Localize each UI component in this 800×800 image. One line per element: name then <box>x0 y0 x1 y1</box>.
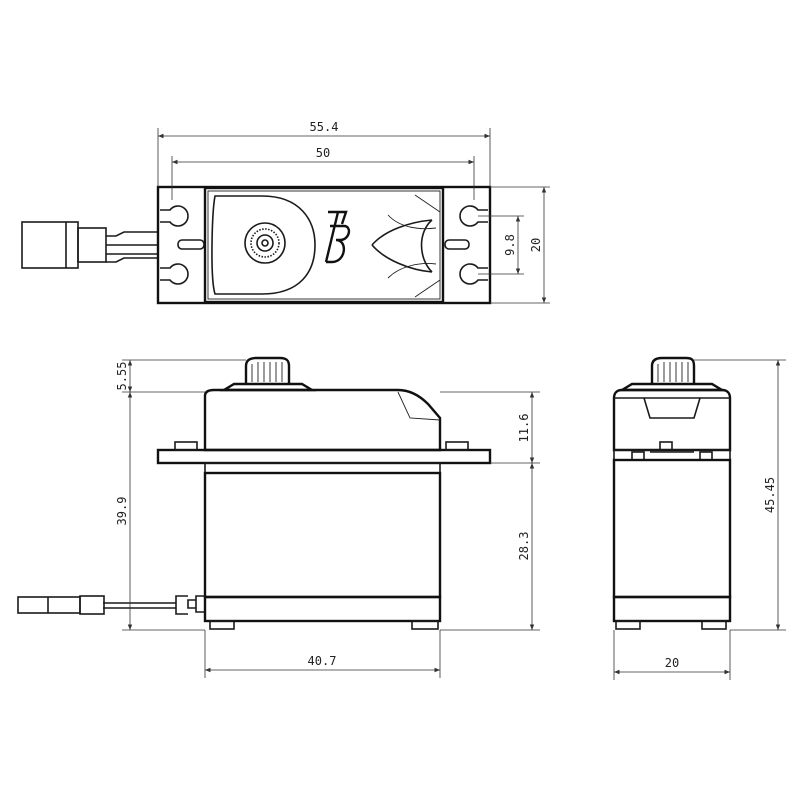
dim-mount-hole-pitch: 9.8 <box>503 234 517 256</box>
side-view <box>612 356 732 630</box>
side-top-cover <box>612 388 732 452</box>
output-spline <box>244 222 286 264</box>
top-dimensions: 55.4 50 9.8 20 <box>157 120 550 304</box>
dim-case-length: 40.7 <box>308 654 337 668</box>
left-mount-holes <box>160 205 205 285</box>
side-bottom-cover <box>612 595 732 623</box>
front-bottom-cover <box>203 595 442 623</box>
case-decoration <box>371 194 441 298</box>
dim-spline-height: 5.55 <box>115 362 129 391</box>
side-spline <box>650 356 696 384</box>
dim-overall-length: 55.4 <box>310 120 339 134</box>
front-spline <box>244 356 291 384</box>
dim-hole-spacing: 50 <box>316 146 330 160</box>
front-connector <box>17 596 81 614</box>
connector-plug <box>21 221 79 269</box>
front-cable <box>17 595 205 615</box>
front-body <box>203 471 442 599</box>
front-flange <box>156 448 492 465</box>
dim-flange-to-bottom: 28.3 <box>517 532 531 561</box>
top-view <box>21 185 492 305</box>
side-body <box>612 458 732 599</box>
brand-logo <box>324 210 351 264</box>
servo-case-top <box>203 186 445 304</box>
right-mount-holes <box>444 205 488 285</box>
front-dimensions: 5.55 39.9 11.6 28.3 40.7 <box>115 359 540 678</box>
dim-total-height: 45.45 <box>763 477 777 513</box>
front-top-cover <box>203 388 442 452</box>
front-view <box>17 356 492 630</box>
dim-top-width: 20 <box>529 238 543 252</box>
side-dimensions: 45.45 20 <box>613 359 786 680</box>
dim-top-to-flange: 11.6 <box>517 414 531 443</box>
dim-side-width: 20 <box>665 656 679 670</box>
wire-leads <box>106 231 158 263</box>
gear-housing <box>211 195 316 295</box>
dim-height-below-spline: 39.9 <box>115 497 129 526</box>
